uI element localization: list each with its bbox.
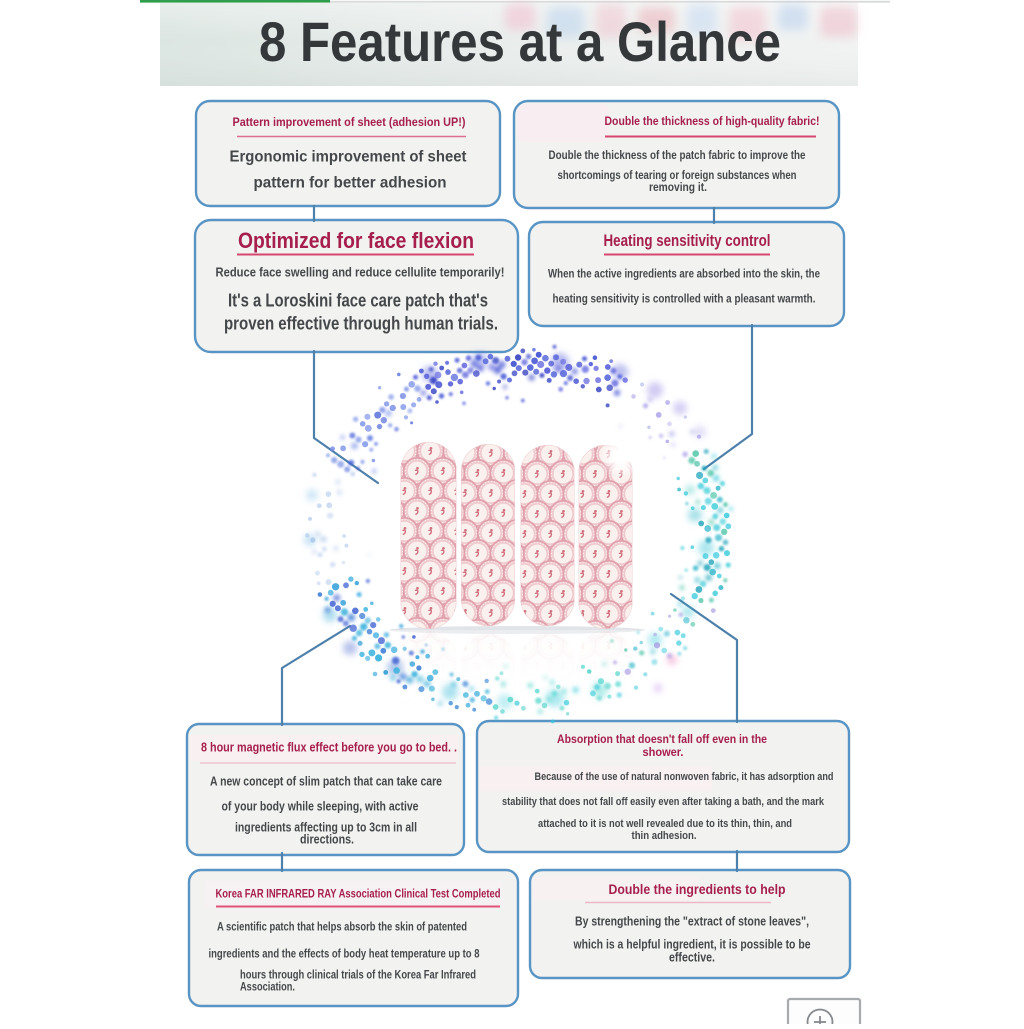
svg-text:Ergonomic improvement of sheet: Ergonomic improvement of sheet xyxy=(230,149,467,166)
svg-text:A new concept of slim patch th: A new concept of slim patch that can tak… xyxy=(210,775,442,789)
svg-text:attached to it is not well rev: attached to it is not well revealed due … xyxy=(538,818,792,830)
svg-text:By strengthening the "extract: By strengthening the "extract of stone l… xyxy=(575,915,809,929)
svg-text:Absorption that doesn't fall o: Absorption that doesn't fall off even in… xyxy=(557,734,767,746)
svg-text:It's a Loroskini face care pat: It's a Loroskini face care patch that's xyxy=(228,290,488,311)
svg-text:effective.: effective. xyxy=(669,951,715,965)
svg-text:Reduce face swelling and reduc: Reduce face swelling and reduce cellulit… xyxy=(216,266,505,280)
svg-text:of your body while sleeping, w: of your body while sleeping, with active xyxy=(222,800,419,814)
svg-text:A scientific patch that helps: A scientific patch that helps absorb the… xyxy=(217,919,467,933)
svg-text:Association.: Association. xyxy=(240,979,295,993)
svg-text:shortcomings of tearing or for: shortcomings of tearing or foreign subst… xyxy=(558,170,797,182)
svg-text:removing it.: removing it. xyxy=(649,182,707,194)
svg-text:8 hour magnetic flux effect be: 8 hour magnetic flux effect before you g… xyxy=(201,741,457,755)
svg-text:stability that does not fall o: stability that does not fall off easily … xyxy=(502,796,825,808)
svg-text:pattern for better adhesion: pattern for better adhesion xyxy=(254,175,447,192)
svg-text:which is a helpful ingredient,: which is a helpful ingredient, it is pos… xyxy=(573,938,811,952)
svg-text:Because of the use of natural: Because of the use of natural nonwoven f… xyxy=(535,771,834,783)
svg-text:Korea FAR INFRARED RAY Associa: Korea FAR INFRARED RAY Association Clini… xyxy=(216,886,501,900)
svg-text:Optimized for face flexion: Optimized for face flexion xyxy=(238,228,474,253)
svg-text:thin adhesion.: thin adhesion. xyxy=(632,830,697,842)
svg-text:Heating sensitivity control: Heating sensitivity control xyxy=(604,232,771,250)
svg-text:Double the ingredients to help: Double the ingredients to help xyxy=(609,881,786,897)
svg-text:heating sensitivity is control: heating sensitivity is controlled with a… xyxy=(553,291,816,305)
svg-text:shower.: shower. xyxy=(643,747,684,759)
svg-text:8 Features at a Glance: 8 Features at a Glance xyxy=(259,10,781,73)
svg-text:When the active ingredients ar: When the active ingredients are absorbed… xyxy=(548,266,820,280)
svg-text:directions.: directions. xyxy=(300,833,354,847)
svg-text:ingredients affecting up to 3c: ingredients affecting up to 3cm in all xyxy=(235,821,417,835)
svg-text:ingredients and the effects of: ingredients and the effects of body heat… xyxy=(209,946,480,960)
svg-text:Double the thickness of high-q: Double the thickness of high-quality fab… xyxy=(605,116,820,128)
svg-text:proven effective through human: proven effective through human trials. xyxy=(224,313,498,334)
svg-text:Pattern improvement of sheet (: Pattern improvement of sheet (adhesion U… xyxy=(233,117,466,129)
svg-text:Double the thickness of the pa: Double the thickness of the patch fabric… xyxy=(549,150,806,162)
svg-text:hours through clinical trials: hours through clinical trials of the Kor… xyxy=(240,967,476,981)
